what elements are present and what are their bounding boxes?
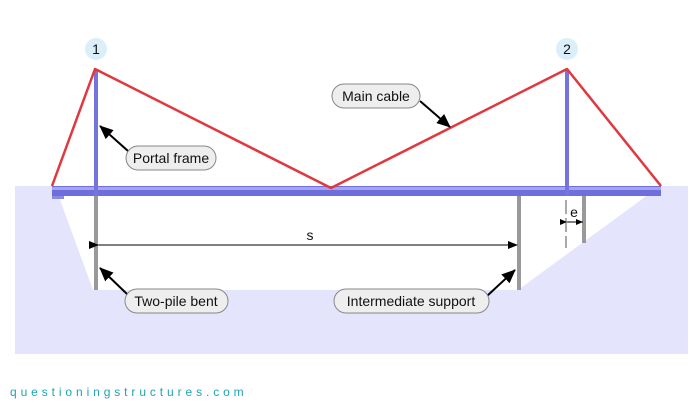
callout-main-cable: Main cable (331, 83, 451, 128)
span-label: s (307, 227, 314, 243)
callout-portal-frame: Portal frame (99, 125, 217, 171)
marker-2: 2 (556, 38, 578, 60)
callout-intermediate-support: Intermediate support (333, 269, 516, 314)
deck (52, 186, 661, 196)
callout-two-pile-bent: Two-pile bent (99, 267, 229, 314)
svg-text:Intermediate support: Intermediate support (347, 293, 476, 309)
site-watermark: questioningstructures.com (10, 385, 248, 399)
svg-text:Portal frame: Portal frame (133, 150, 209, 166)
svg-text:Main cable: Main cable (342, 88, 410, 104)
svg-text:2: 2 (563, 41, 571, 57)
marker-1: 1 (85, 38, 107, 60)
main-cable (50, 67, 662, 190)
svg-text:Two-pile bent: Two-pile bent (134, 293, 217, 309)
eccentricity-label: e (570, 204, 578, 220)
ground (15, 186, 688, 354)
svg-text:1: 1 (92, 41, 100, 57)
